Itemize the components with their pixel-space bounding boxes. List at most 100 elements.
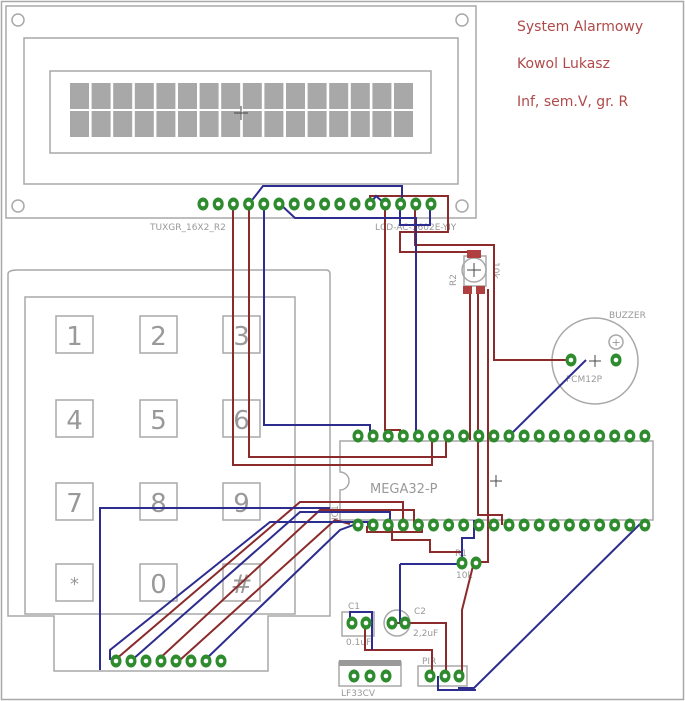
mcu-pad-top-hole	[536, 433, 542, 439]
lcd-cell	[156, 83, 176, 109]
keypad-header-pad-hole	[173, 658, 179, 664]
lcd-header-pad-hole	[383, 201, 388, 207]
keypad-header-pad-hole	[113, 658, 119, 664]
mcu-pad-bottom-hole	[552, 522, 557, 528]
mcu-pad-top-hole	[446, 433, 451, 439]
lcd-header-pad-hole	[200, 201, 206, 207]
title-block: System Alarmowy Kowol Lukasz Inf, sem.V,…	[517, 19, 643, 110]
keypad-key-2: 2	[139, 315, 178, 354]
mcu-pad-bottom-hole	[385, 522, 391, 528]
keypad-key-star: *	[55, 563, 94, 602]
lcd-cell	[372, 111, 392, 137]
svg-text:0: 0	[150, 570, 167, 600]
lcd-cell	[264, 111, 284, 137]
keypad-module: 1 2 3 4 5 6 7 8 9 * 0 #	[7, 269, 331, 672]
mcu-pad-top-hole	[582, 433, 587, 439]
lcd-cell	[134, 111, 154, 137]
keypad-key-1: 1	[55, 315, 94, 354]
mcu-pad-bottom-hole	[597, 522, 602, 528]
keypad-header-pad-hole	[188, 658, 194, 664]
title-line-3: Inf, sem.V, gr. R	[517, 94, 629, 110]
lcd-header-pad-hole	[307, 201, 312, 207]
mcu-pad-bottom-hole	[446, 522, 451, 528]
mcu-pad-bottom-hole	[521, 522, 527, 528]
mcu-pad-top-hole	[642, 433, 648, 439]
mcu-pad-top-hole	[506, 433, 512, 439]
lcd-header-pad-hole	[367, 201, 373, 207]
mcu-pad-top-hole	[431, 433, 436, 439]
svg-text:3: 3	[233, 322, 250, 352]
lcd-header-pad-hole	[261, 201, 267, 207]
lcd-cell	[264, 83, 284, 109]
c1-label: C1	[348, 602, 360, 612]
c2-pad-hole	[389, 620, 395, 626]
mcu-pad-top-hole	[401, 433, 406, 439]
svg-text:1: 1	[66, 322, 83, 352]
regulator-lf33cv: LF33CV	[338, 660, 402, 699]
mcu-pad-bottom-hole	[536, 522, 542, 528]
lcd-cell	[156, 111, 176, 137]
r1-label: R1	[455, 549, 467, 559]
lcd-header-pad-hole	[398, 201, 403, 207]
r2-label: R2	[449, 274, 459, 286]
lcd-cell	[307, 83, 327, 109]
r1-pad-hole	[459, 560, 465, 566]
lcd-cell	[286, 83, 305, 109]
keypad-key-6: 6	[222, 399, 261, 438]
mcu-pad-top-hole	[476, 433, 482, 439]
mcu-pad-top-hole	[416, 433, 421, 439]
mcu-pad-top-hole	[627, 433, 633, 439]
mcu-pad-bottom-hole	[476, 522, 482, 528]
mcu-pad-bottom-hole	[627, 522, 633, 528]
mcu-label: MEGA32-P	[370, 482, 438, 497]
svg-text:7: 7	[66, 489, 83, 519]
lcd-cell	[372, 83, 392, 109]
keypad-header-pad-hole	[218, 658, 224, 664]
svg-text:6: 6	[233, 406, 250, 436]
lcd-cell	[329, 83, 349, 109]
c2-label: C2	[414, 607, 426, 617]
mcu-pad-top-hole	[355, 433, 361, 439]
buzzer-pad-hole	[568, 357, 574, 363]
mcu-pad-bottom-hole	[506, 522, 512, 528]
lcd-cell	[221, 83, 241, 109]
r1-pad-hole	[473, 560, 479, 566]
pir-label: PIR	[422, 657, 436, 667]
mcu-pad-bottom-hole	[642, 522, 648, 528]
regulator-label: LF33CV	[341, 689, 376, 699]
svg-text:9: 9	[233, 489, 250, 519]
keypad-key-8: 8	[139, 482, 178, 521]
mcu-pad-bottom-hole	[582, 522, 587, 528]
pir-pad-hole	[456, 673, 462, 679]
lcd-header-pad-hole	[215, 201, 221, 207]
buzzer-part-label: FCM12P	[566, 375, 603, 385]
lcd-header-pad-hole	[276, 201, 282, 207]
svg-text:5: 5	[150, 406, 167, 436]
keypad-key-9: 9	[222, 482, 261, 521]
lcd-cell	[91, 111, 111, 137]
lcd-cell	[70, 111, 89, 137]
component-pads	[110, 197, 651, 683]
pir-pad-hole	[427, 673, 433, 679]
mcu-pad-top-hole	[491, 433, 497, 439]
lcd-header-pad-hole	[246, 201, 251, 207]
lcd-header-pad-hole	[413, 201, 419, 207]
lcd-header-pad-hole	[352, 201, 358, 207]
lcd-character-cells	[70, 83, 413, 137]
mcu-pad-bottom-hole	[461, 522, 467, 528]
c1-pad-hole	[363, 620, 369, 626]
lcd-cell	[113, 83, 133, 109]
c2-value-label: 2,2uF	[413, 629, 438, 639]
r1-value-label: 10k	[456, 571, 473, 581]
mcu-pad-top-hole	[597, 433, 602, 439]
lcd-cell	[199, 111, 219, 137]
bottom-layer-traces	[114, 195, 570, 676]
lcd-cell	[178, 111, 197, 137]
keypad-key-5: 5	[139, 399, 178, 438]
lcd-module: TUXGR_16X2_R2 LCD-AC-1602E-YIY	[5, 5, 477, 233]
mcu-pad-bottom-hole	[355, 522, 361, 528]
keypad-header-pad-hole	[203, 658, 209, 664]
title-line-1: System Alarmowy	[517, 19, 643, 35]
keypad-header-pad-hole	[143, 658, 149, 664]
